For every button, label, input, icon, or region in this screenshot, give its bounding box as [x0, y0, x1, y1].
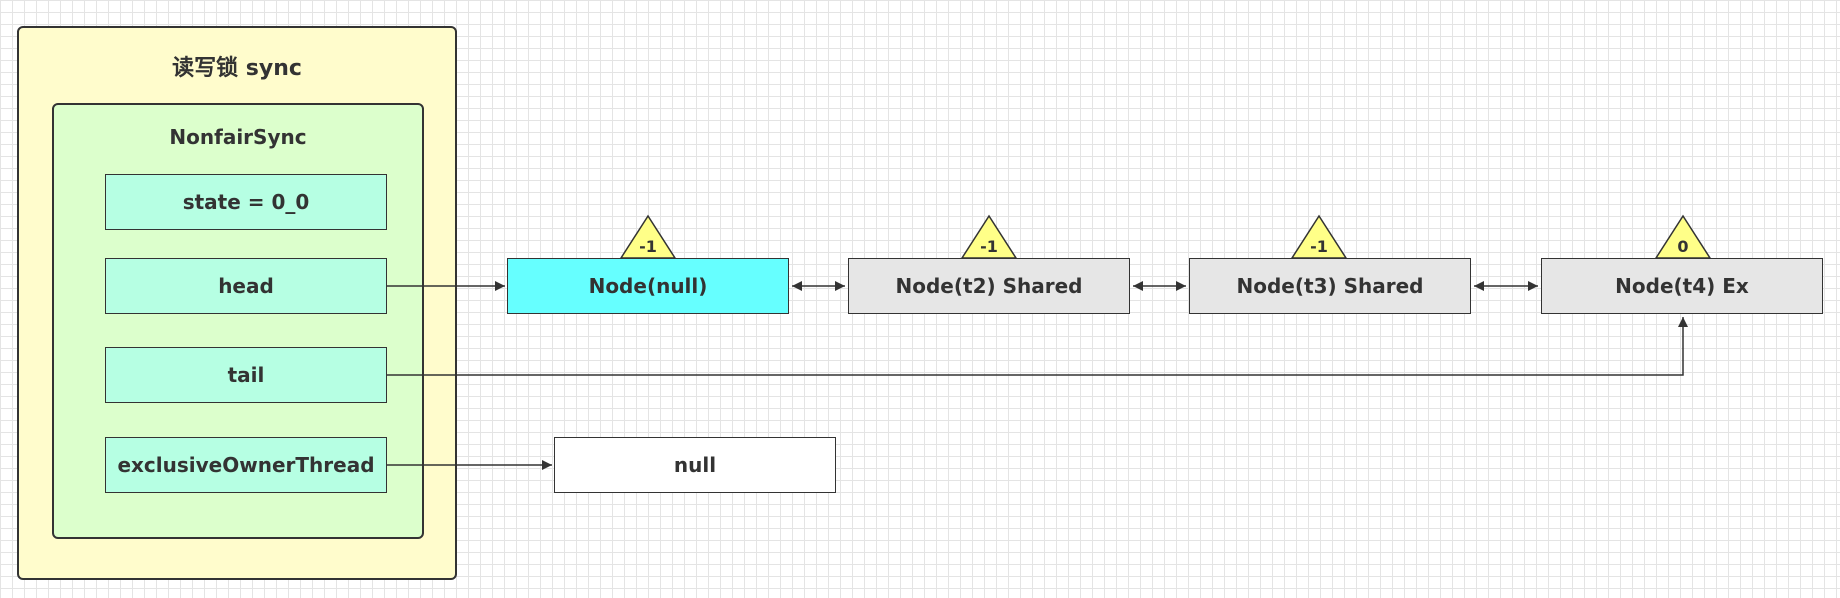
waitstatus-label: -1	[1310, 237, 1328, 256]
head-field: head	[105, 258, 387, 314]
node-t3-shared: Node(t3) Shared	[1189, 258, 1471, 314]
tail-field: tail	[105, 347, 387, 403]
waitstatus-label: 0	[1677, 237, 1688, 256]
owner-null-box: null	[554, 437, 836, 493]
tail-pointer-arrow	[387, 317, 1688, 376]
exclusive-owner-thread-field: exclusiveOwnerThread	[105, 437, 387, 493]
waitstatus-triangle-node-t4: 0	[1654, 214, 1712, 259]
state-field: state = 0_0	[105, 174, 387, 230]
waitstatus-triangle-node-t3: -1	[1290, 214, 1348, 259]
sync-title: 读写锁 sync	[172, 56, 302, 81]
node-t2-shared: Node(t2) Shared	[848, 258, 1130, 314]
node-t4-ex: Node(t4) Ex	[1541, 258, 1823, 314]
node-null: Node(null)	[507, 258, 789, 314]
waitstatus-label: -1	[980, 237, 998, 256]
nonfair-sync-title: NonfairSync	[169, 125, 307, 149]
waitstatus-triangle-node-t2: -1	[960, 214, 1018, 259]
waitstatus-label: -1	[639, 237, 657, 256]
waitstatus-triangle-node-null: -1	[619, 214, 677, 259]
